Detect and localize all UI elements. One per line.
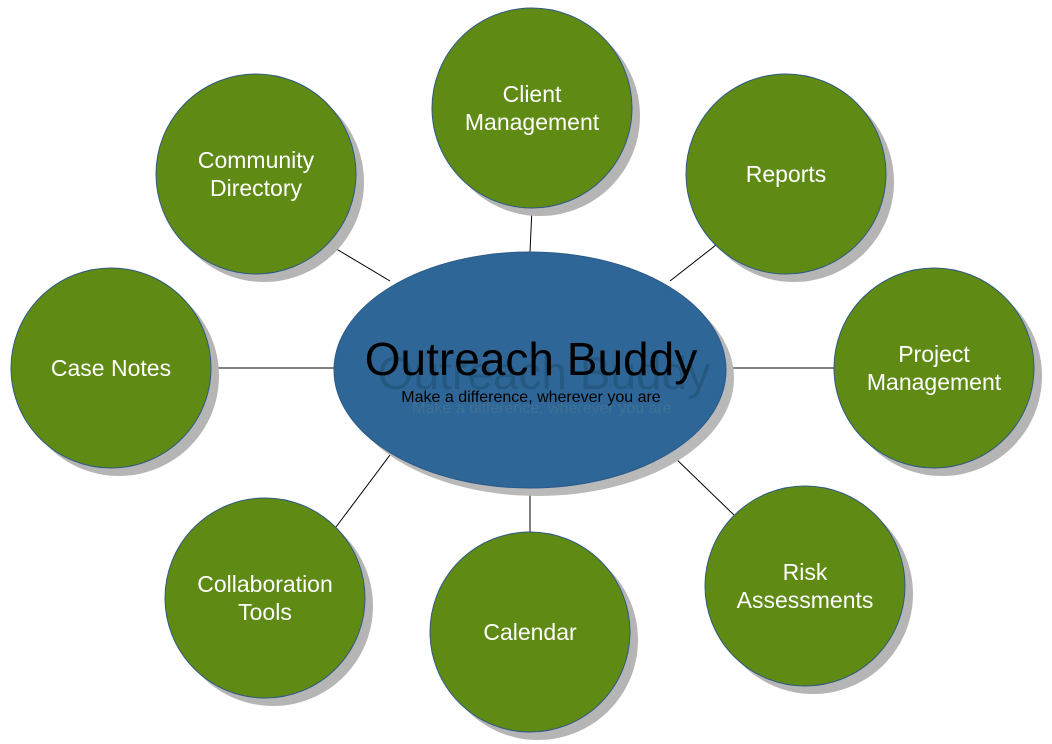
connector-line-reports	[669, 244, 717, 282]
central-subtitle: Make a difference, wherever you are	[401, 389, 661, 406]
node-label: Case Notes	[51, 355, 171, 381]
node-circle	[155, 73, 357, 275]
topic-node-case-notes: Case Notes	[10, 267, 219, 476]
node-label: Collaboration	[197, 571, 333, 597]
topic-node-calendar: Calendar	[429, 531, 638, 740]
node-circle	[833, 267, 1035, 469]
node-label: Risk	[783, 559, 828, 585]
central-hub: Outreach Buddy Outreach Buddy Make a dif…	[333, 251, 734, 496]
central-subtitle-shadow: Make a difference, wherever you are	[412, 400, 672, 417]
node-label: Management	[465, 109, 600, 135]
node-circle	[164, 497, 366, 699]
node-circle	[431, 7, 633, 209]
node-label: Community	[198, 147, 315, 173]
node-label: Management	[867, 369, 1002, 395]
node-circle	[704, 485, 906, 687]
connector-lines	[211, 207, 834, 532]
connector-line-community-directory	[327, 243, 391, 282]
central-title: Outreach Buddy	[365, 333, 697, 385]
node-circle	[429, 531, 631, 733]
node-label: Tools	[238, 599, 292, 625]
central-hub-ellipse	[333, 251, 727, 489]
topic-nodes: ClientManagementReportsProjectManagement…	[10, 7, 1042, 740]
central-title-shadow: Outreach Buddy	[378, 347, 710, 399]
node-label: Reports	[746, 161, 827, 187]
node-label: Directory	[210, 175, 303, 201]
connector-line-collaboration-tools	[335, 454, 391, 528]
node-circle	[685, 73, 887, 275]
connector-line-risk-assessments	[671, 454, 735, 516]
node-label: Calendar	[483, 619, 577, 645]
node-circle	[10, 267, 212, 469]
topic-node-reports: Reports	[685, 73, 894, 282]
node-label: Project	[898, 341, 970, 367]
node-label: Client	[503, 81, 562, 107]
node-label: Assessments	[737, 587, 874, 613]
